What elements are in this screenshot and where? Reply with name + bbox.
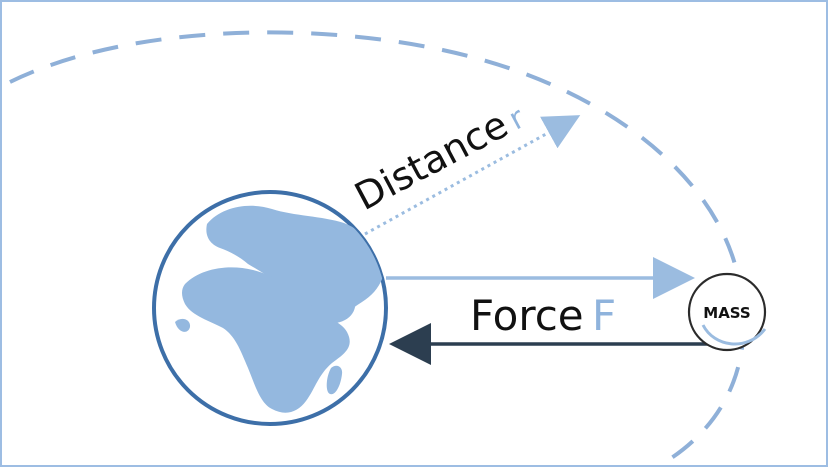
- earth-globe-icon: [152, 190, 388, 426]
- force-symbol: F: [592, 291, 616, 340]
- mass-circle-icon: MASS: [687, 272, 767, 352]
- mass-label: MASS: [703, 304, 750, 322]
- distance-arrow: [364, 115, 581, 236]
- force-label: Force: [470, 291, 584, 340]
- distance-label: Distance: [348, 102, 515, 219]
- force-label-group: Force F: [470, 291, 616, 340]
- distance-label-group: Distance r: [348, 100, 532, 219]
- orbit-path: [9, 30, 746, 466]
